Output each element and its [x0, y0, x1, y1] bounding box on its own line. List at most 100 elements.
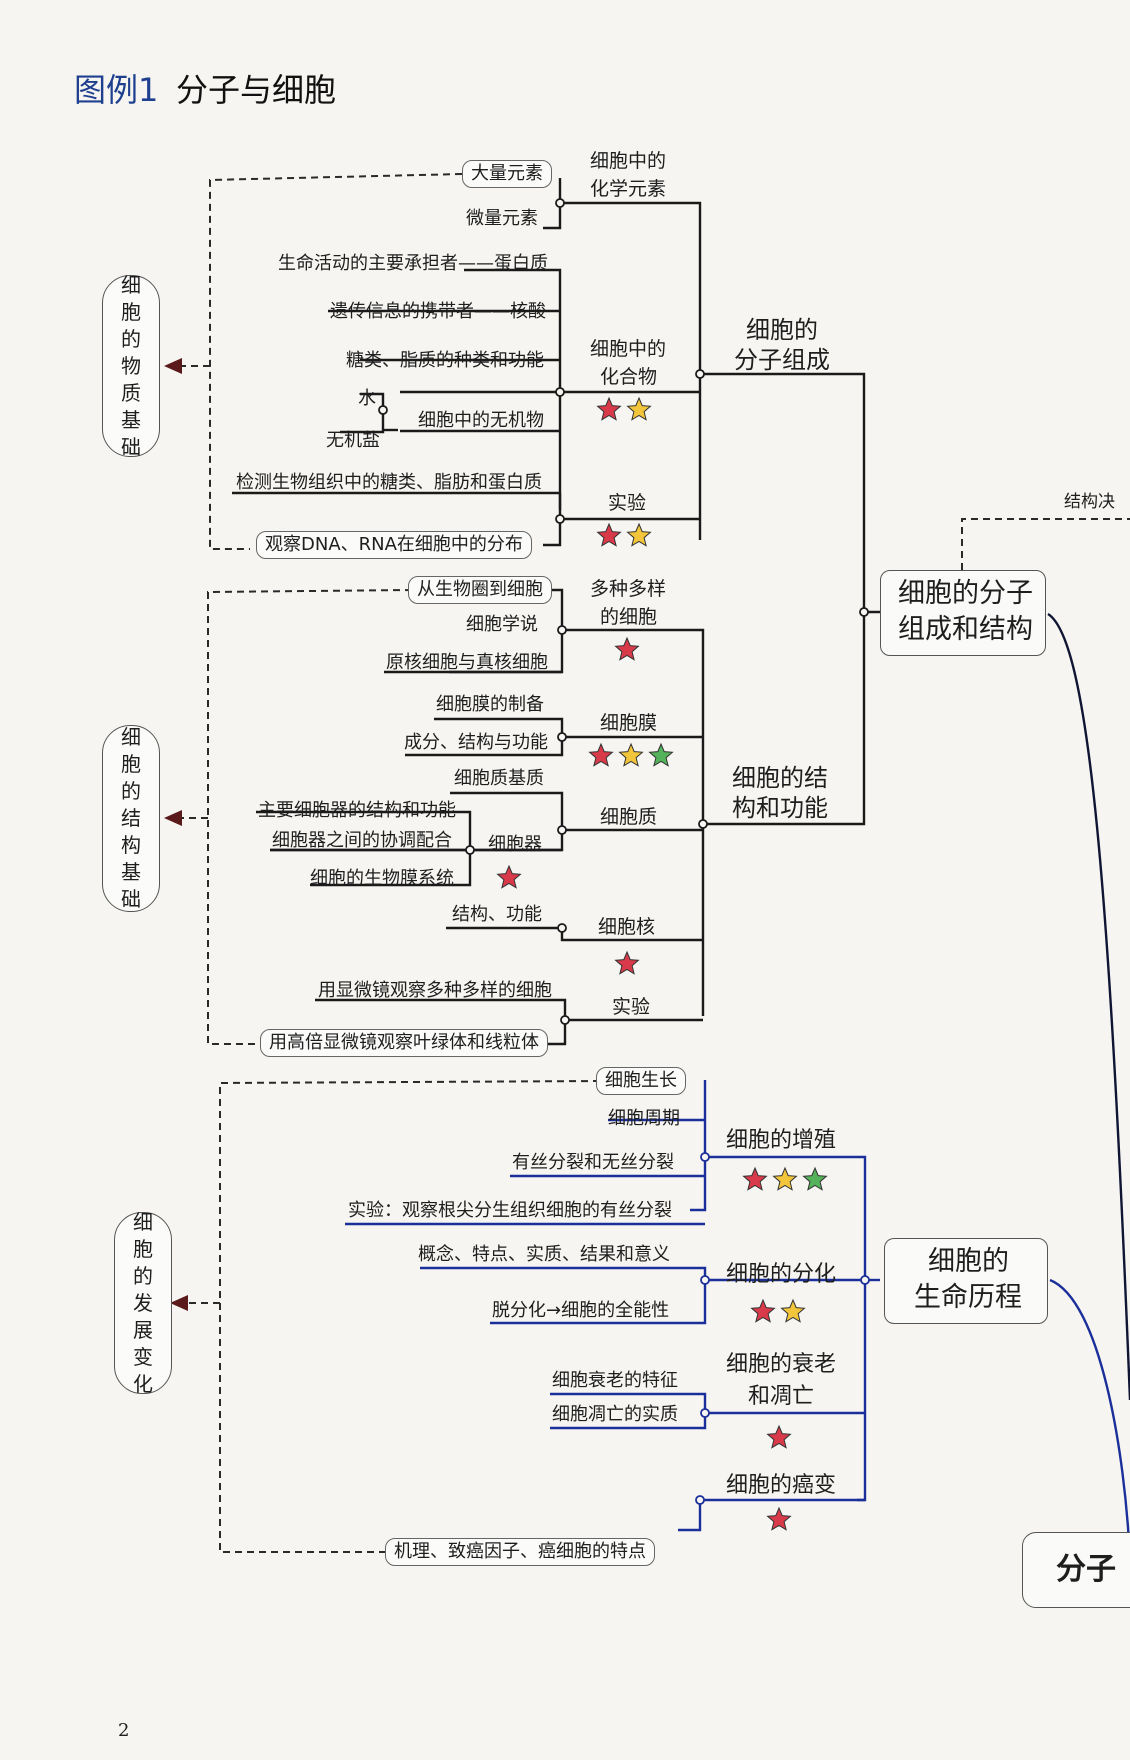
leaf-trace-elements: 微量元素	[466, 208, 538, 229]
star-red-icon	[750, 1298, 776, 1323]
side-label-char: 的	[121, 779, 141, 803]
node-life-history-l1: 细胞的	[928, 1246, 1009, 1277]
node-life-history-l2: 生命历程	[914, 1282, 1022, 1313]
leaf-aging-features: 细胞衰老的特征	[552, 1370, 678, 1391]
figure-prefix: 图例1	[74, 71, 159, 109]
side-label-char: 础	[121, 434, 141, 459]
side-label-char: 胞	[133, 1236, 153, 1261]
node-aging-l2: 和凋亡	[748, 1384, 815, 1409]
node-life-history	[884, 1238, 1048, 1324]
leaf-nucleic-acid: 遗传信息的携带者——核酸	[330, 301, 546, 322]
side-label-char: 发	[133, 1290, 153, 1315]
leaf-detect-nutrients: 检测生物组织中的糖类、脂肪和蛋白质	[236, 472, 542, 493]
node-molecular-structure	[880, 570, 1046, 656]
side-label-char: 物	[121, 353, 141, 378]
leaf-cell-growth: 细胞生长	[596, 1067, 686, 1095]
side-label-char: 基	[121, 860, 141, 884]
side-label-char: 细	[121, 272, 141, 297]
node-composition-l2: 分子组成	[734, 346, 830, 374]
leaf-cancer-features: 机理、致癌因子、癌细胞的特点	[385, 1538, 655, 1566]
side-label-char: 构	[121, 833, 141, 857]
leaf-water: 水	[358, 388, 376, 409]
leaf-salt: 无机盐	[326, 430, 380, 451]
node-diversity-l2: 的细胞	[600, 606, 658, 628]
leaf-biomembrane-system: 细胞的生物膜系统	[310, 868, 454, 889]
leaf-membrane-function: 成分、结构与功能	[404, 732, 548, 753]
side-label-char: 展	[133, 1317, 153, 1342]
side-label-development: 细胞的发展变化	[114, 1209, 172, 1396]
stars-membrane	[588, 742, 678, 773]
leaf-mitosis-amitosis: 有丝分裂和无丝分裂	[512, 1152, 674, 1173]
stars-proliferation	[742, 1166, 832, 1197]
star-red-icon	[596, 396, 622, 421]
side-label-char: 化	[133, 1371, 153, 1396]
star-yellow-icon	[772, 1166, 798, 1191]
star-red-icon	[742, 1166, 768, 1191]
page-title: 分子与细胞	[176, 71, 337, 109]
node-diversity-l1: 多种多样	[590, 578, 667, 600]
leaf-organelle-function: 主要细胞器的结构和功能	[258, 800, 456, 821]
leaf-prokaryote-eukaryote: 原核细胞与真核细胞	[386, 652, 548, 673]
stars-nucleus	[614, 950, 644, 981]
side-label-char: 基	[121, 407, 141, 432]
stars-differentiation	[750, 1298, 810, 1329]
leaf-chloroplast-mitochondria: 用高倍显微镜观察叶绿体和线粒体	[260, 1029, 548, 1057]
node-membrane: 细胞膜	[600, 712, 658, 734]
leaf-inorganic: 细胞中的无机物	[418, 410, 544, 431]
side-label-char: 础	[121, 887, 141, 911]
page-number: 2	[118, 1720, 130, 1741]
stars-organelles	[496, 864, 526, 895]
node-nucleus: 细胞核	[598, 916, 656, 938]
side-label-char: 胞	[121, 752, 141, 776]
star-yellow-icon	[626, 396, 652, 421]
leaf-membrane-prep: 细胞膜的制备	[436, 694, 544, 715]
star-red-icon	[588, 742, 614, 767]
leaf-apoptosis: 细胞凋亡的实质	[552, 1404, 678, 1425]
leaf-totipotency: 脱分化→细胞的全能性	[492, 1300, 670, 1321]
node-compounds-l1: 细胞中的	[590, 338, 667, 360]
leaf-observe-dna-rna: 观察DNA、RNA在细胞中的分布	[256, 531, 532, 559]
node-experiment-2: 实验	[612, 996, 651, 1018]
stars-diversity	[614, 636, 644, 667]
node-experiment-1: 实验	[608, 492, 647, 514]
node-cytoplasm: 细胞质	[600, 806, 658, 828]
leaf-organelle-cooperation: 细胞器之间的协调配合	[272, 830, 452, 851]
node-cancer: 细胞的癌变	[726, 1473, 837, 1498]
node-proliferation: 细胞的增殖	[726, 1128, 837, 1153]
leaf-cell-cycle: 细胞周期	[608, 1108, 680, 1129]
stars-aging	[766, 1424, 796, 1455]
star-yellow-icon	[626, 522, 652, 547]
node-compounds-l2: 化合物	[600, 366, 658, 388]
side-label-material: 细胞的物质基础	[102, 272, 160, 459]
side-label-char: 细	[133, 1209, 153, 1234]
root-node-label: 分子	[1056, 1552, 1116, 1587]
stars-experiment-1	[596, 522, 656, 553]
node-structure-function-l2: 构和功能	[732, 794, 828, 822]
leaf-cell-theory: 细胞学说	[466, 614, 538, 635]
star-red-icon	[614, 636, 640, 661]
node-elements-l2: 化学元素	[590, 178, 667, 200]
node-differentiation: 细胞的分化	[726, 1262, 837, 1287]
stars-compounds	[596, 396, 656, 427]
star-red-icon	[496, 864, 522, 889]
star-yellow-icon	[618, 742, 644, 767]
leaf-root-tip-experiment: 实验：观察根尖分生组织细胞的有丝分裂	[348, 1200, 672, 1221]
leaf-sugar-lipid: 糖类、脂质的种类和功能	[346, 350, 544, 371]
star-green-icon	[802, 1166, 828, 1191]
side-label-structure: 细胞的结构基础	[102, 725, 160, 912]
node-composition-l1: 细胞的	[746, 316, 818, 344]
leaf-cytosol: 细胞质基质	[454, 768, 544, 789]
leaf-major-elements: 大量元素	[462, 160, 552, 188]
node-molecular-structure-l1: 细胞的分子	[898, 578, 1033, 609]
star-red-icon	[766, 1506, 792, 1531]
node-aging-l1: 细胞的衰老	[726, 1352, 837, 1377]
side-label-char: 细	[121, 725, 141, 749]
side-label-char: 胞	[121, 299, 141, 324]
node-elements-l1: 细胞中的	[590, 150, 667, 172]
star-red-icon	[596, 522, 622, 547]
leaf-biosphere-to-cell: 从生物圈到细胞	[408, 576, 552, 604]
leaf-nucleus-function: 结构、功能	[452, 904, 542, 925]
leaf-microscope-cells: 用显微镜观察多种多样的细胞	[318, 980, 552, 1001]
